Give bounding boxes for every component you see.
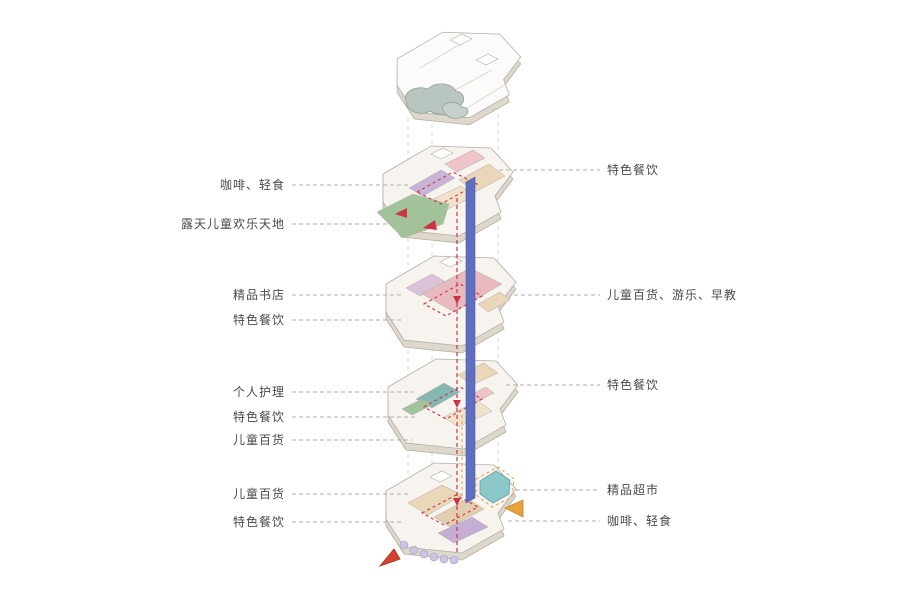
label-kids-department-2: 儿童百货 — [232, 487, 285, 501]
circulation-arrow-icon — [453, 400, 461, 408]
zone-green-small — [401, 398, 433, 416]
circulation-arrow-icon — [423, 220, 437, 230]
circulation-loop — [422, 386, 484, 420]
circulation-loop — [415, 171, 479, 205]
roof-block — [475, 53, 499, 66]
label-kids-department-1: 儿童百货 — [232, 433, 285, 447]
floor-3 — [385, 255, 517, 354]
zone-cafe-purple — [437, 516, 489, 544]
roof-panel-line — [463, 83, 507, 111]
floor-4 — [376, 145, 514, 244]
zone-supermarket-teal — [479, 470, 511, 504]
core-block — [439, 255, 463, 268]
core-block — [430, 147, 454, 160]
side-entrance-arrow-icon — [504, 499, 524, 518]
floor-1 — [385, 462, 517, 565]
roof-block — [449, 33, 473, 46]
canopy-blob-small — [441, 102, 469, 119]
main-entrance-arrow-icon — [378, 548, 401, 567]
scallop-edge — [449, 555, 459, 565]
label-boutique-supermarket: 精品超市 — [607, 483, 660, 497]
roof-panel-line — [419, 41, 465, 69]
scallop-edge — [399, 540, 409, 550]
label-boutique-bookstore: 精品书店 — [232, 288, 285, 302]
label-coffee-light-food: 咖啡、轻食 — [219, 178, 285, 192]
label-specialty-dining-r1: 特色餐饮 — [607, 163, 660, 177]
circulation-arrow-icon — [395, 208, 407, 218]
zone-dining-tan — [477, 291, 511, 313]
scallop-edge — [419, 549, 429, 559]
circulation-loop — [420, 494, 480, 526]
scallop-edge — [439, 554, 449, 564]
zone-kids-retail-pink — [421, 267, 503, 313]
circulation-loop — [422, 283, 484, 317]
label-coffee-light-food-r: 咖啡、轻食 — [607, 514, 673, 528]
scallop-edge — [429, 552, 439, 562]
core-block — [429, 470, 453, 483]
supermarket-outline-dashed — [475, 466, 515, 508]
circulation-arrow-icon — [453, 296, 461, 304]
label-open-air-kids-playground: 露天儿童欢乐天地 — [180, 217, 285, 231]
atrium-ribbon — [465, 176, 476, 504]
label-specialty-dining-2: 特色餐饮 — [232, 410, 285, 424]
label-personal-care: 个人护理 — [232, 385, 285, 399]
label-specialty-dining-3: 特色餐饮 — [232, 515, 285, 529]
zone-bookstore-purple — [408, 169, 456, 197]
label-kids-retail-play-education: 儿童百货、游乐、早教 — [607, 288, 738, 302]
zone-dining-pink — [444, 149, 486, 173]
floor-2 — [387, 358, 519, 457]
label-specialty-dining-1: 特色餐饮 — [232, 313, 285, 327]
circulation-arrow-icon — [453, 498, 461, 506]
label-specialty-dining-r2: 特色餐饮 — [607, 378, 660, 392]
roof-canopy — [404, 83, 469, 119]
scallop-edge — [409, 545, 419, 555]
